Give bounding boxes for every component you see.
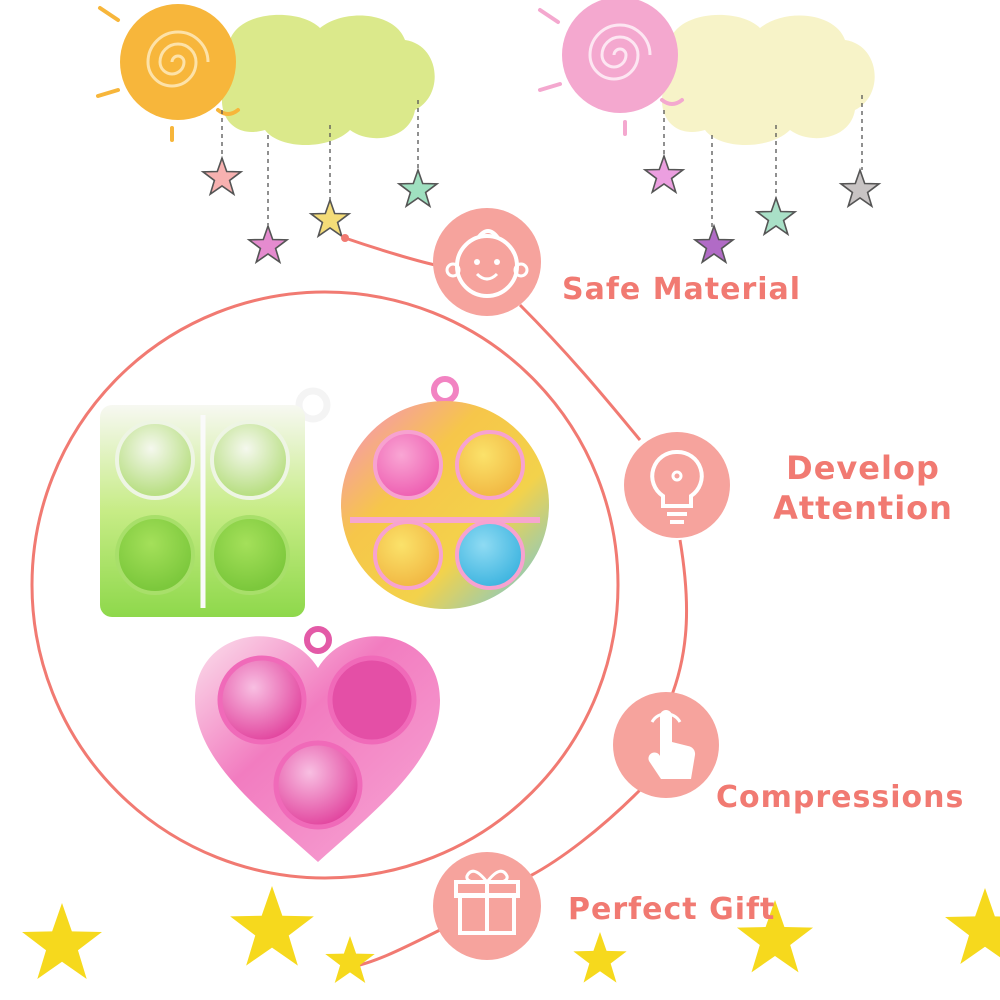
pointing-hand-icon bbox=[613, 692, 719, 798]
star-decoration bbox=[945, 888, 1000, 964]
round-rainbow-keychain bbox=[341, 376, 549, 609]
right-sun bbox=[562, 0, 678, 113]
green-square-keychain bbox=[100, 387, 331, 617]
lightbulb-icon bbox=[624, 432, 730, 538]
star-decoration bbox=[325, 936, 375, 984]
baby-face-icon bbox=[433, 208, 541, 316]
product-frame-circle bbox=[30, 290, 620, 880]
star-decoration bbox=[22, 903, 102, 979]
feature-safe-material-label: Safe Material bbox=[562, 272, 802, 307]
feature-perfect-gift-label: Perfect Gift bbox=[568, 892, 776, 927]
gift-box-icon bbox=[433, 852, 541, 960]
star-decoration bbox=[573, 932, 627, 983]
feature-connector bbox=[344, 236, 689, 970]
feature-develop-line2: Attention bbox=[773, 489, 953, 527]
feature-develop-attention-label: Develop Attention bbox=[758, 448, 968, 528]
feature-compressions-label: Compressions bbox=[716, 780, 965, 815]
right-cloud-mobile bbox=[538, 0, 879, 262]
feature-develop-line1: Develop bbox=[786, 449, 940, 487]
right-cloud bbox=[661, 14, 875, 145]
star-decoration bbox=[230, 886, 314, 966]
left-cloud-mobile bbox=[96, 4, 437, 262]
left-cloud bbox=[221, 14, 435, 145]
heart-keychain bbox=[195, 626, 440, 862]
left-sun bbox=[120, 4, 236, 120]
